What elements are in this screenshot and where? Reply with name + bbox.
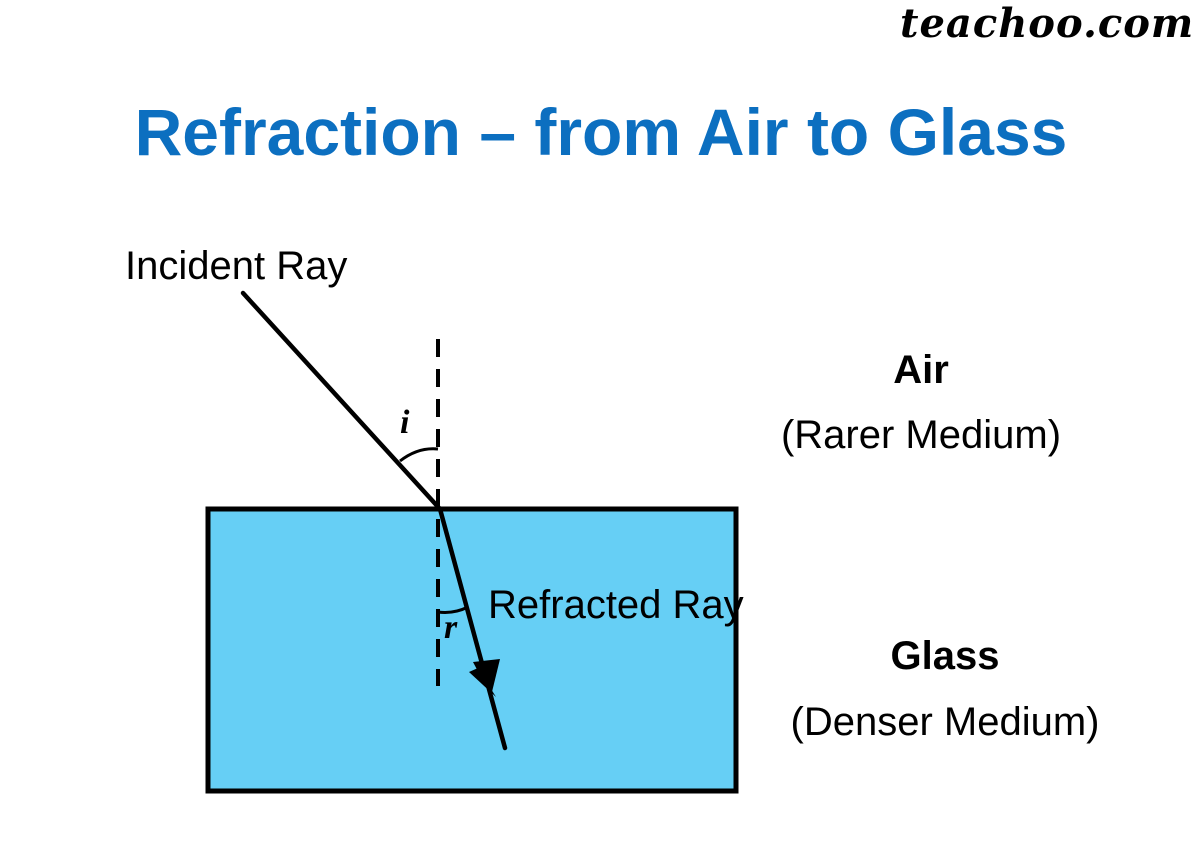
glass-block [205, 506, 739, 794]
air-medium-name: Air [893, 348, 949, 392]
air-medium-description: (Rarer Medium) [780, 413, 1062, 457]
angle-incidence-arc [399, 447, 439, 463]
angle-refraction-label: r [444, 609, 458, 646]
glass-medium-name: Glass [890, 634, 1000, 678]
refracted-ray-label: Refracted Ray [488, 583, 744, 627]
glass-medium-description: (Denser Medium) [790, 700, 1100, 744]
incident-ray-label: Incident Ray [125, 244, 348, 288]
brand-logo: teachoo.com [900, 0, 1195, 47]
angle-incidence-label: i [400, 404, 410, 441]
refracted-ray [437, 506, 508, 751]
diagram-title: Refraction – from Air to Glass [134, 95, 1068, 169]
incident-ray [240, 290, 443, 512]
angle-refraction-arc [437, 605, 469, 614]
refracted-ray-arrowhead-body [473, 659, 500, 696]
